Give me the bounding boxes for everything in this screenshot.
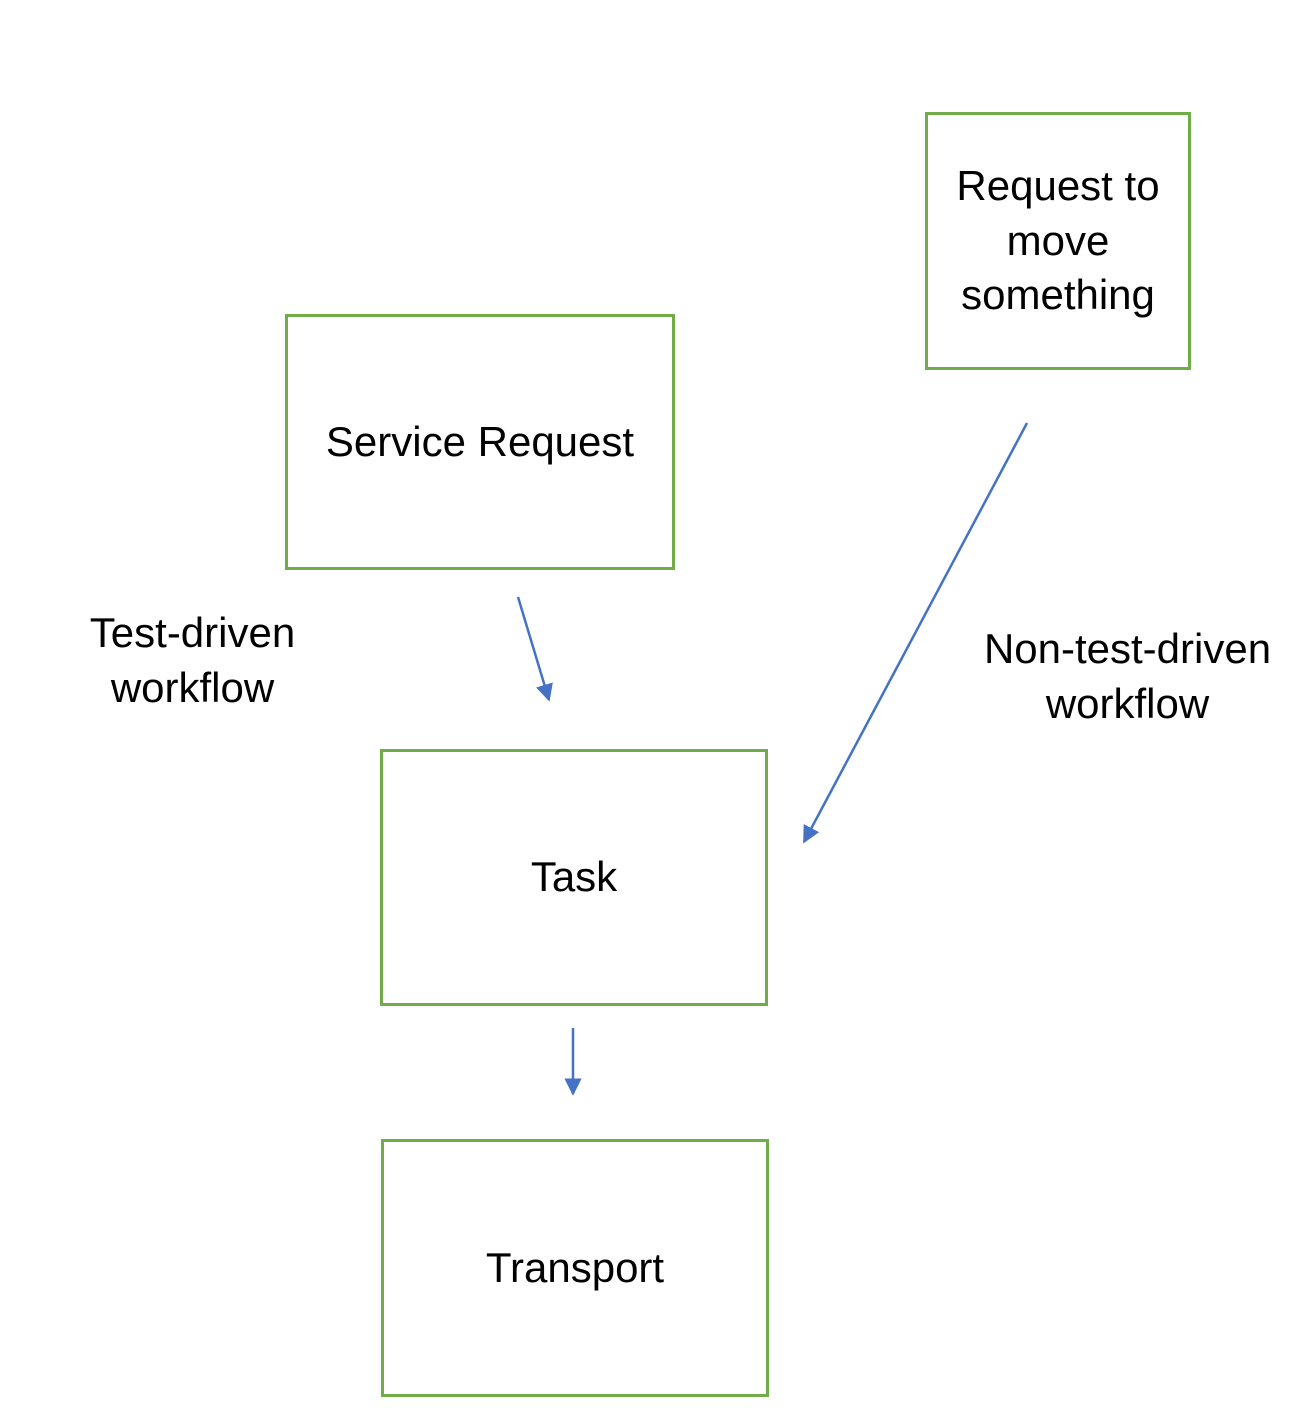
label-non-test-driven-workflow-text: Non-test-driven workflow xyxy=(983,625,1272,727)
node-transport: Transport xyxy=(381,1139,769,1397)
node-transport-label: Transport xyxy=(485,1243,665,1291)
node-request-to-move-something-label: Request to move something xyxy=(956,162,1160,319)
label-test-driven-workflow-text: Test-driven workflow xyxy=(89,609,296,711)
node-service-request-label: Service Request xyxy=(325,417,635,465)
node-task-label: Task xyxy=(530,853,618,901)
label-test-driven-workflow: Test-driven workflow xyxy=(60,606,325,715)
node-service-request: Service Request xyxy=(285,314,675,570)
edge-service-request-to-task-arrow xyxy=(516,596,553,702)
node-request-to-move-something: Request to move something xyxy=(925,112,1191,370)
label-non-test-driven-workflow: Non-test-driven workflow xyxy=(955,622,1300,731)
node-task: Task xyxy=(380,749,768,1006)
